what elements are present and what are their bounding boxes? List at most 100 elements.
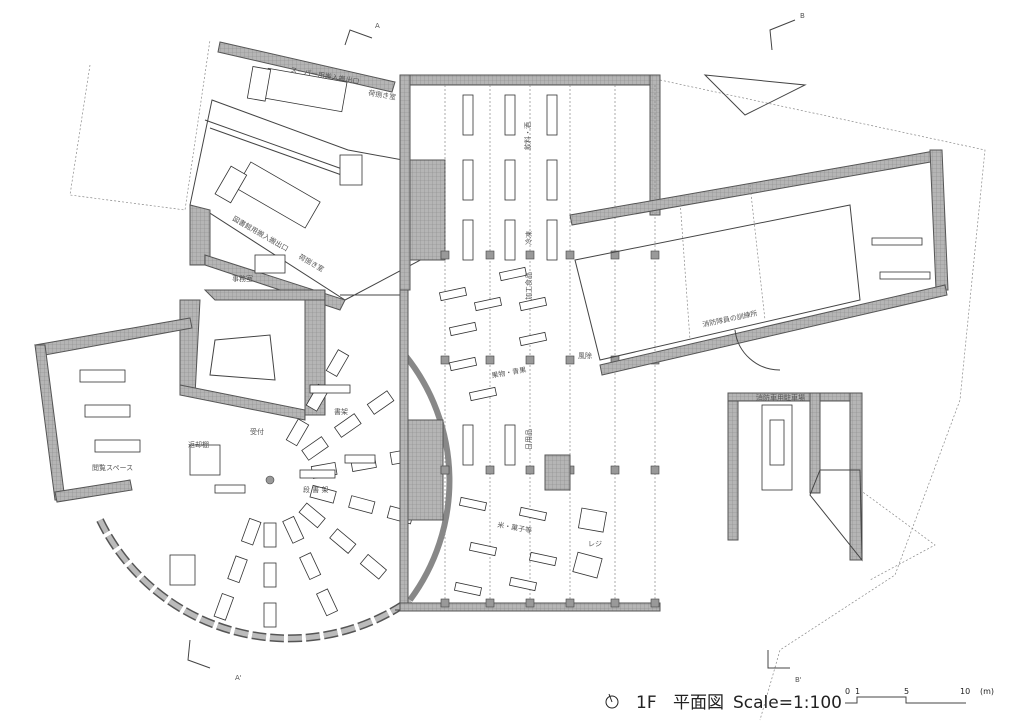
shelf <box>546 94 558 136</box>
column <box>485 355 495 365</box>
scale-tick-10: 10 <box>960 687 970 696</box>
scale-bar: 0 1 5 10 (m) <box>845 687 994 704</box>
column <box>485 465 495 475</box>
column <box>650 250 660 260</box>
shelf <box>468 386 498 402</box>
site-boundary <box>69 39 986 721</box>
section-b-prime: B' <box>795 676 802 684</box>
label-fire-parking: 消防車用駐車場 <box>756 393 805 402</box>
label-return-shelf: 返却棚 <box>188 440 209 449</box>
bookshelf <box>227 555 248 584</box>
bookshelf <box>263 602 277 628</box>
section-a: A <box>375 22 380 30</box>
shelf <box>453 581 483 597</box>
label-windbreak: 風除 <box>578 351 592 360</box>
shelf <box>462 159 474 201</box>
bookshelf <box>359 553 388 580</box>
shelf <box>518 506 548 522</box>
scale-tick-1: 1 <box>855 687 860 696</box>
column <box>650 465 660 475</box>
shelf <box>546 159 558 201</box>
label-step-shelves: 段 書 架 <box>303 485 328 494</box>
bookshelf <box>316 588 339 617</box>
column <box>650 598 660 608</box>
bookshelf <box>263 522 277 548</box>
bookshelf <box>285 418 310 447</box>
scale-tick-5: 5 <box>904 687 909 696</box>
column <box>525 465 535 475</box>
column <box>610 465 620 475</box>
floor-label: 1F <box>636 693 657 713</box>
label-reception: 受付 <box>250 427 264 436</box>
shelf <box>504 94 516 136</box>
column <box>610 598 620 608</box>
loading-zone <box>189 41 431 311</box>
scale-unit: (m) <box>980 687 994 696</box>
bookshelf <box>298 502 326 529</box>
column <box>610 250 620 260</box>
shelf <box>528 551 558 567</box>
fire-training <box>569 149 949 376</box>
bookshelf <box>309 484 337 504</box>
column <box>525 250 535 260</box>
label-office: 事務室 <box>232 274 253 283</box>
plan-title-text: 平面図 <box>673 693 724 713</box>
bookshelf <box>240 517 262 546</box>
section-marks: A A' B B' <box>187 12 805 684</box>
bookshelf <box>263 562 277 588</box>
label-unloading-2: 荷捌き室 <box>297 252 326 274</box>
scale-text: Scale=1:100 <box>733 693 842 713</box>
label-reading: 閲覧スペース <box>92 463 133 472</box>
column <box>440 598 450 608</box>
shelf <box>438 286 468 302</box>
shelf <box>546 219 558 261</box>
shelf <box>504 424 516 466</box>
column <box>525 598 535 608</box>
column <box>485 598 495 608</box>
bookshelf <box>348 495 376 514</box>
label-drinks: 飲料・酒 <box>523 122 532 150</box>
label-library-loading: 図書館用搬入搬出口 <box>231 214 290 253</box>
bookshelf <box>301 436 329 461</box>
shelf <box>518 331 548 347</box>
bookshelf <box>282 515 305 544</box>
shelf <box>498 266 528 282</box>
fire-parking <box>727 392 863 562</box>
column <box>565 598 575 608</box>
label-rice: 米・菓子等 <box>497 520 533 535</box>
section-b: B <box>800 12 805 20</box>
shelf <box>504 219 516 261</box>
label-produce: 果物・青果 <box>491 365 527 380</box>
label-frozen: 冷凍 <box>524 231 533 245</box>
column <box>440 465 450 475</box>
plan-title: 1F 平面図 Scale=1:100 0 1 5 10 (m) <box>605 687 994 713</box>
scale-tick-0: 0 <box>845 687 850 696</box>
shelf <box>462 424 474 466</box>
label-shelves: 書架 <box>334 407 348 416</box>
bookshelf <box>329 528 357 554</box>
section-a-prime: A' <box>235 674 242 682</box>
library-hall <box>96 294 453 643</box>
column <box>485 250 495 260</box>
shelf <box>473 296 503 312</box>
shelf <box>504 159 516 201</box>
shelf <box>518 296 548 312</box>
label-daily: 日用品 <box>525 429 533 450</box>
shelf <box>462 219 474 261</box>
shelf <box>448 321 478 337</box>
bookshelf <box>333 413 362 438</box>
column <box>565 355 575 365</box>
supermarket <box>399 74 661 612</box>
column <box>565 250 575 260</box>
label-processed: 加工食品 <box>524 272 533 300</box>
column <box>440 355 450 365</box>
reading-wing <box>33 317 193 503</box>
column <box>440 250 450 260</box>
bookshelf <box>299 552 322 581</box>
shelf <box>448 356 478 372</box>
canopy <box>703 74 807 116</box>
shelf <box>458 496 488 512</box>
north-arrow-icon <box>605 693 619 709</box>
bookshelf <box>213 593 235 621</box>
